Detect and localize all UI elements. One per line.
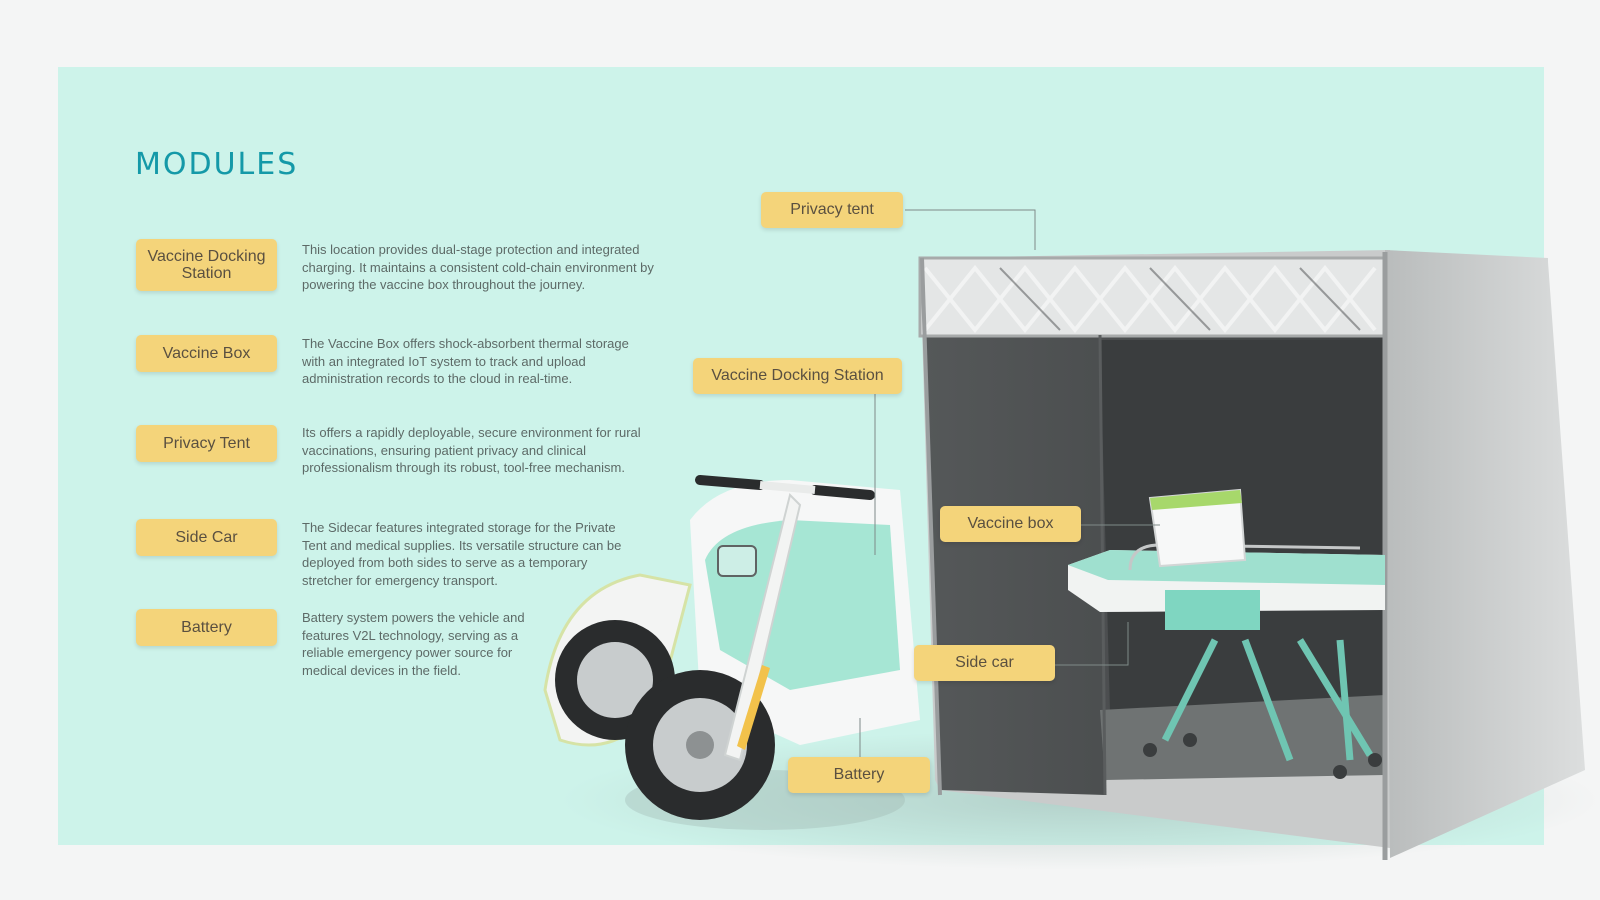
module-desc-docking-station: This location provides dual-stage protec… (302, 242, 654, 292)
module-label-docking-station[interactable]: Vaccine Docking Station (136, 239, 277, 291)
module-label-battery[interactable]: Battery (136, 609, 277, 646)
module-desc-side-car: The Sidecar features integrated storage … (302, 520, 622, 588)
module-label-side-car[interactable]: Side Car (136, 519, 277, 556)
module-label-privacy-tent[interactable]: Privacy Tent (136, 425, 277, 462)
motorcycle-graphic (543, 475, 920, 830)
callout-battery[interactable]: Battery (788, 757, 930, 793)
leader-line-side-car (1055, 622, 1129, 666)
callout-docking-station[interactable]: Vaccine Docking Station (693, 358, 902, 394)
module-label-vaccine-box[interactable]: Vaccine Box (136, 335, 277, 372)
leader-line-privacy-tent (905, 209, 1036, 250)
callout-side-car[interactable]: Side car (914, 645, 1055, 681)
vaccine-box-graphic (1148, 488, 1247, 568)
page-title: MODULES (135, 147, 299, 182)
stretcher-graphic (1068, 543, 1385, 779)
callout-vaccine-box[interactable]: Vaccine box (940, 506, 1081, 542)
module-desc-privacy-tent: Its offers a rapidly deployable, secure … (302, 425, 641, 475)
module-desc-vaccine-box: The Vaccine Box offers shock-absorbent t… (302, 336, 629, 386)
callout-privacy-tent[interactable]: Privacy tent (761, 192, 903, 228)
module-desc-battery: Battery system powers the vehicle and fe… (302, 610, 525, 678)
